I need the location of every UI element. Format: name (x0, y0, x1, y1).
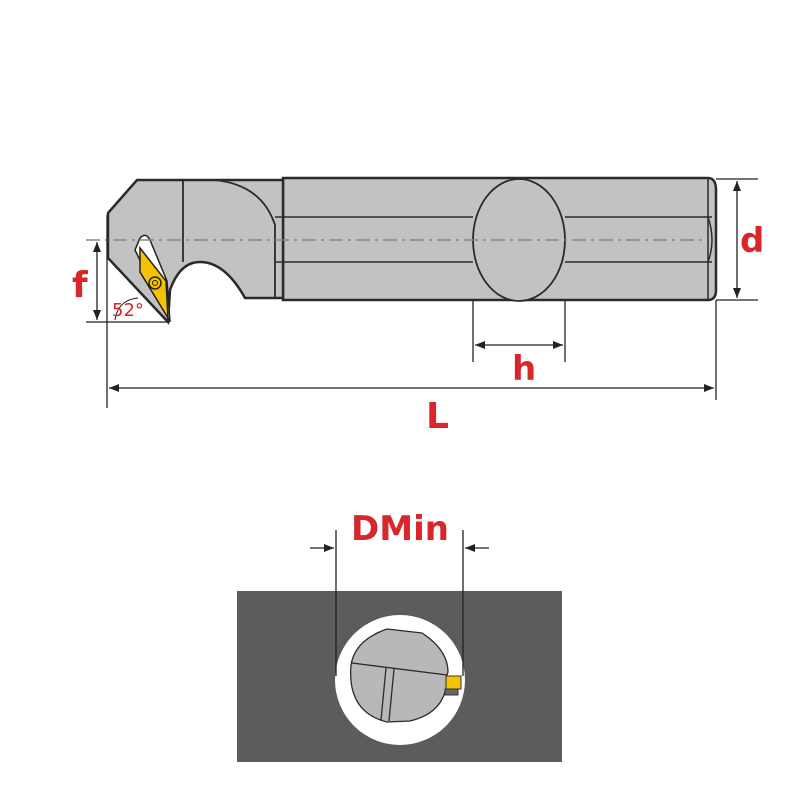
label-L: L (426, 396, 449, 437)
insert-section (445, 675, 462, 690)
dimension-f (86, 242, 168, 323)
dimension-dmin (310, 530, 489, 676)
dimension-d (716, 178, 758, 301)
label-f: f (72, 265, 88, 306)
insert (134, 234, 171, 323)
dimension-h (472, 300, 566, 362)
label-angle: 52° (112, 300, 144, 321)
insert-screw-icon (148, 276, 162, 290)
label-h: h (512, 349, 536, 389)
label-d: d (740, 221, 764, 261)
dimension-L (106, 215, 717, 408)
bar-section (349, 628, 449, 723)
label-dmin: DMin (351, 509, 449, 549)
